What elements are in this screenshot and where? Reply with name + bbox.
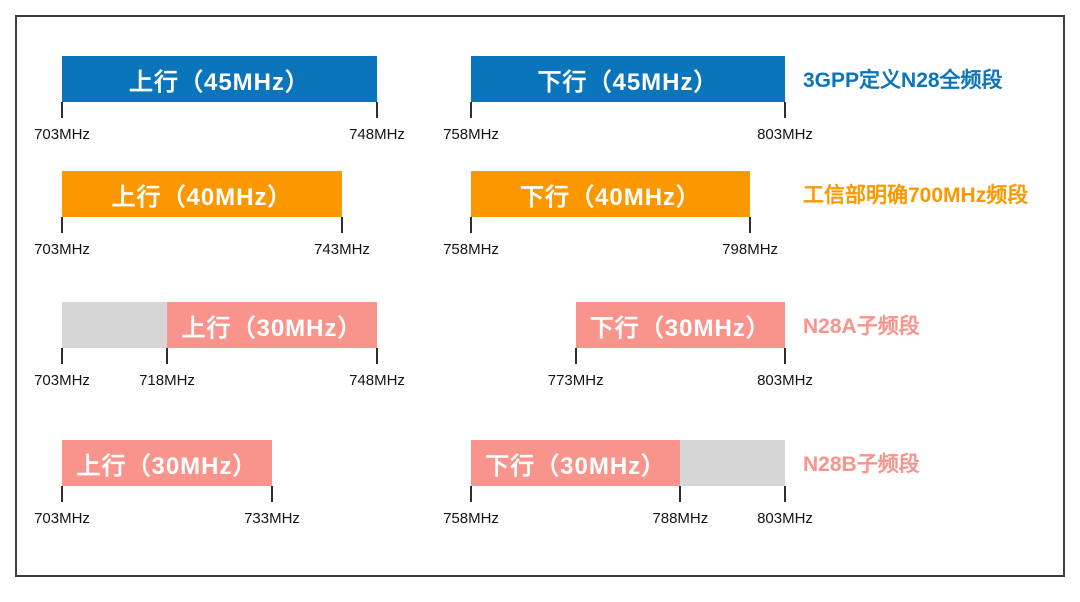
tick-mark bbox=[61, 348, 63, 364]
tick-mark bbox=[784, 348, 786, 364]
band-segment: 下行（30MHz） bbox=[471, 440, 681, 486]
tick-label: 758MHz bbox=[443, 510, 499, 527]
right-frequency-panel: 下行（30MHz） 758MHz 788MHz 803MHz bbox=[443, 440, 813, 527]
row-category-label: N28A子频段 bbox=[803, 315, 920, 338]
tick-mark bbox=[376, 102, 378, 118]
tick-mark bbox=[470, 102, 472, 118]
band-segment: 下行（30MHz） bbox=[575, 302, 785, 348]
band-segment: 下行（40MHz） bbox=[471, 171, 751, 217]
tick-mark bbox=[61, 217, 63, 233]
right-frequency-panel: 下行（45MHz） 758MHz 803MHz bbox=[443, 56, 813, 143]
tick-mark bbox=[679, 486, 682, 502]
tick-mark bbox=[749, 217, 752, 233]
tick-label: 788MHz bbox=[652, 510, 709, 527]
band-row-miit-700mhz-band: 上行（40MHz） 703MHz 743MHz 下行（40MHz） 758MHz 798M… bbox=[0, 171, 1080, 267]
tick-label: 748MHz bbox=[349, 126, 405, 143]
tick-label: 718MHz bbox=[139, 372, 195, 389]
band-segment-label: 上行（30MHz） bbox=[181, 314, 363, 342]
band-row-n28-full-band: 上行（45MHz） 703MHz 748MHz 下行（45MHz） 758MHz 803M… bbox=[0, 56, 1080, 152]
tick-label: 803MHz bbox=[757, 372, 813, 389]
band-row-n28b-sub-band: 上行（30MHz） 703MHz 733MHz 下行（30MHz） 758MHz 788M… bbox=[0, 440, 1080, 536]
tick-mark bbox=[61, 486, 63, 502]
tick-label: 758MHz bbox=[443, 126, 499, 143]
band-row-n28a-sub-band: 上行（30MHz） 703MHz 718MHz 748MHz 下行（30MHz） 773M… bbox=[0, 302, 1080, 398]
tick-mark bbox=[271, 486, 273, 502]
tick-mark bbox=[784, 102, 786, 118]
tick-label: 748MHz bbox=[349, 372, 405, 389]
band-segment: 下行（45MHz） bbox=[471, 56, 785, 102]
tick-label: 703MHz bbox=[34, 372, 90, 389]
row-category-label: N28B子频段 bbox=[803, 453, 920, 476]
band-segment: 上行（30MHz） bbox=[167, 302, 377, 348]
tick-mark bbox=[784, 486, 786, 502]
tick-label: 798MHz bbox=[722, 241, 779, 258]
tick-label: 703MHz bbox=[34, 510, 90, 527]
band-segment: 上行（30MHz） bbox=[62, 440, 272, 486]
band-segment: 上行（40MHz） bbox=[62, 171, 342, 217]
tick-label: 773MHz bbox=[547, 372, 604, 389]
band-segment-label: 下行（45MHz） bbox=[537, 68, 719, 96]
band-segment-label: 上行（40MHz） bbox=[111, 183, 293, 211]
tick-label: 703MHz bbox=[34, 126, 90, 143]
tick-mark bbox=[470, 217, 472, 233]
right-frequency-panel: 下行（40MHz） 758MHz 798MHz bbox=[443, 171, 785, 258]
tick-mark bbox=[574, 348, 577, 364]
band-segment-label: 上行（30MHz） bbox=[76, 452, 258, 480]
tick-mark bbox=[340, 217, 343, 233]
tick-label: 703MHz bbox=[34, 241, 90, 258]
left-frequency-panel: 上行（30MHz） 703MHz 718MHz 748MHz bbox=[34, 302, 405, 389]
tick-mark bbox=[470, 486, 472, 502]
tick-mark bbox=[166, 348, 168, 364]
tick-label: 743MHz bbox=[314, 241, 370, 258]
left-frequency-panel: 上行（30MHz） 703MHz 733MHz bbox=[34, 440, 377, 527]
band-segment-label: 下行（30MHz） bbox=[589, 314, 771, 342]
tick-label: 803MHz bbox=[757, 510, 813, 527]
tick-label: 758MHz bbox=[443, 241, 499, 258]
right-frequency-panel: 下行（30MHz） 773MHz 803MHz bbox=[471, 302, 813, 389]
band-segment-label: 下行（30MHz） bbox=[485, 452, 667, 480]
row-category-label: 工信部明确700MHz频段 bbox=[803, 184, 1029, 207]
tick-mark bbox=[376, 348, 378, 364]
reserved-segment bbox=[680, 440, 785, 486]
tick-mark bbox=[61, 102, 63, 118]
tick-label: 803MHz bbox=[757, 126, 813, 143]
band-segment: 上行（45MHz） bbox=[62, 56, 377, 102]
band-segment-label: 下行（40MHz） bbox=[520, 183, 702, 211]
row-category-label: 3GPP定义N28全频段 bbox=[803, 69, 1003, 92]
reserved-segment bbox=[62, 302, 167, 348]
tick-label: 733MHz bbox=[244, 510, 300, 527]
band-segment-label: 上行（45MHz） bbox=[128, 68, 311, 96]
left-frequency-panel: 上行（40MHz） 703MHz 743MHz bbox=[34, 171, 377, 258]
left-frequency-panel: 上行（45MHz） 703MHz 748MHz bbox=[34, 56, 405, 143]
